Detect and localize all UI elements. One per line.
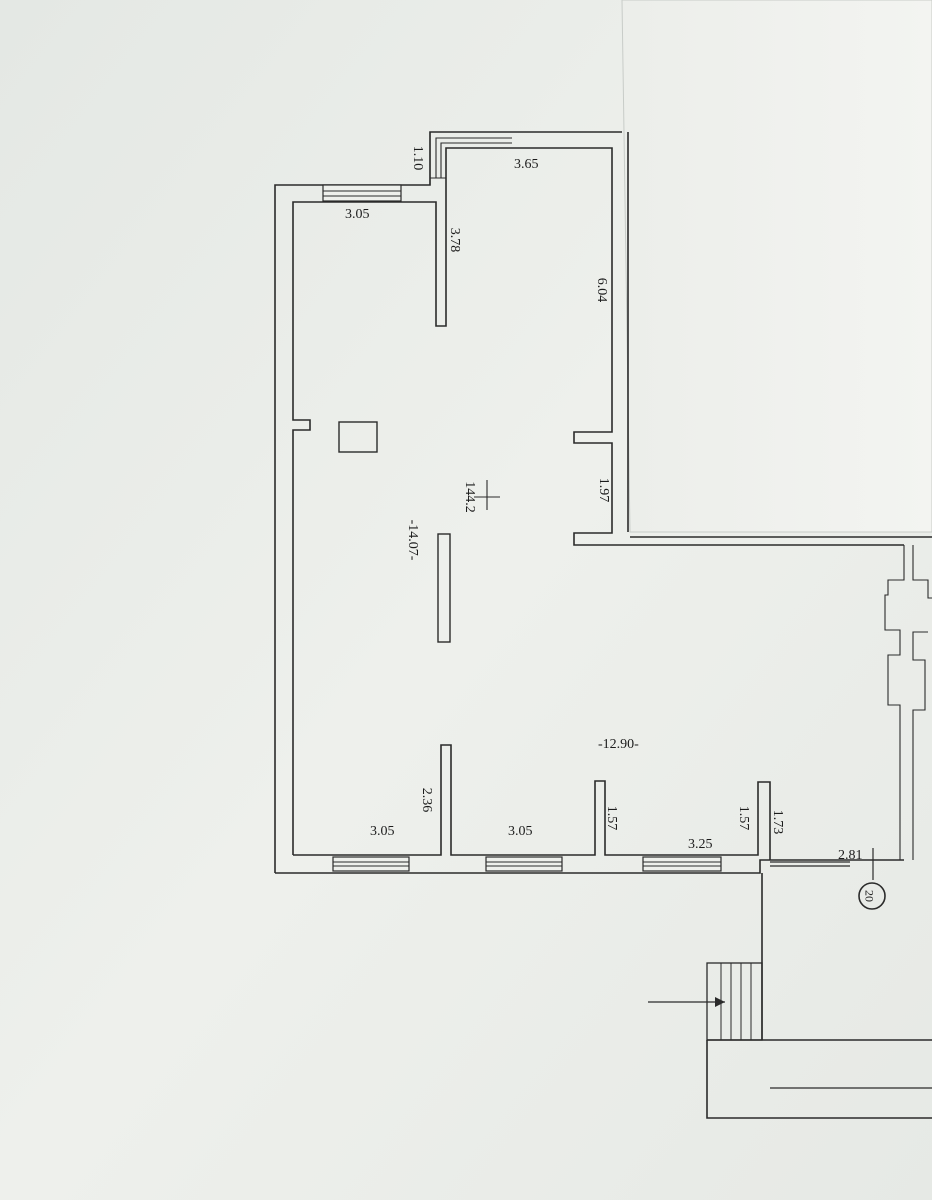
dim-top-left-width: 3.05: [345, 207, 370, 222]
window-bottom-2: [485, 856, 563, 872]
dim-bottom-window-3: 3.25: [688, 837, 713, 852]
window-bottom-3: [642, 856, 722, 872]
bar-counter: [437, 533, 451, 643]
bottom-wall-outer: [275, 859, 904, 874]
dim-bottom-pier-2: 1.57: [736, 806, 751, 831]
dim-right-wall-upper: 6.04: [594, 278, 609, 303]
entrance-structure: [706, 873, 932, 1119]
dim-top-right-width: 3.65: [514, 157, 539, 172]
window-bottom-1: [332, 856, 410, 872]
dim-bottom-window-1: 3.05: [370, 824, 395, 839]
area-cross-marker: [474, 480, 500, 510]
dim-notch: 1.10: [410, 146, 425, 171]
inner-wall: [292, 147, 904, 855]
column-square: [338, 421, 378, 453]
dim-width-total: -12.90-: [598, 737, 639, 752]
entrance-arrow: [648, 997, 725, 1007]
dim-bottom-pier-3: 1.73: [770, 810, 785, 835]
right-partition: [884, 545, 932, 860]
bottom-wall-inner: [293, 744, 771, 860]
window-top-left: [322, 184, 402, 202]
dim-partition-bottom: 2.36: [419, 788, 434, 813]
dim-bottom-pier-1: 1.57: [604, 806, 619, 831]
dim-bottom-right-segment: 2.81: [838, 848, 863, 863]
corner-notch: [429, 132, 512, 185]
dim-length-total: -14.07-: [405, 520, 420, 561]
window-bottom-4: [770, 861, 850, 867]
dim-right-wall-notch: 1.97: [596, 478, 611, 503]
dim-bottom-window-2: 3.05: [508, 824, 533, 839]
overlapping-sheet: [621, 0, 932, 533]
room-number-circle: [858, 882, 886, 910]
room-number: 20: [862, 890, 876, 902]
area-label: 144.2: [462, 481, 477, 513]
dim-partition-top: 3.78: [447, 228, 462, 253]
